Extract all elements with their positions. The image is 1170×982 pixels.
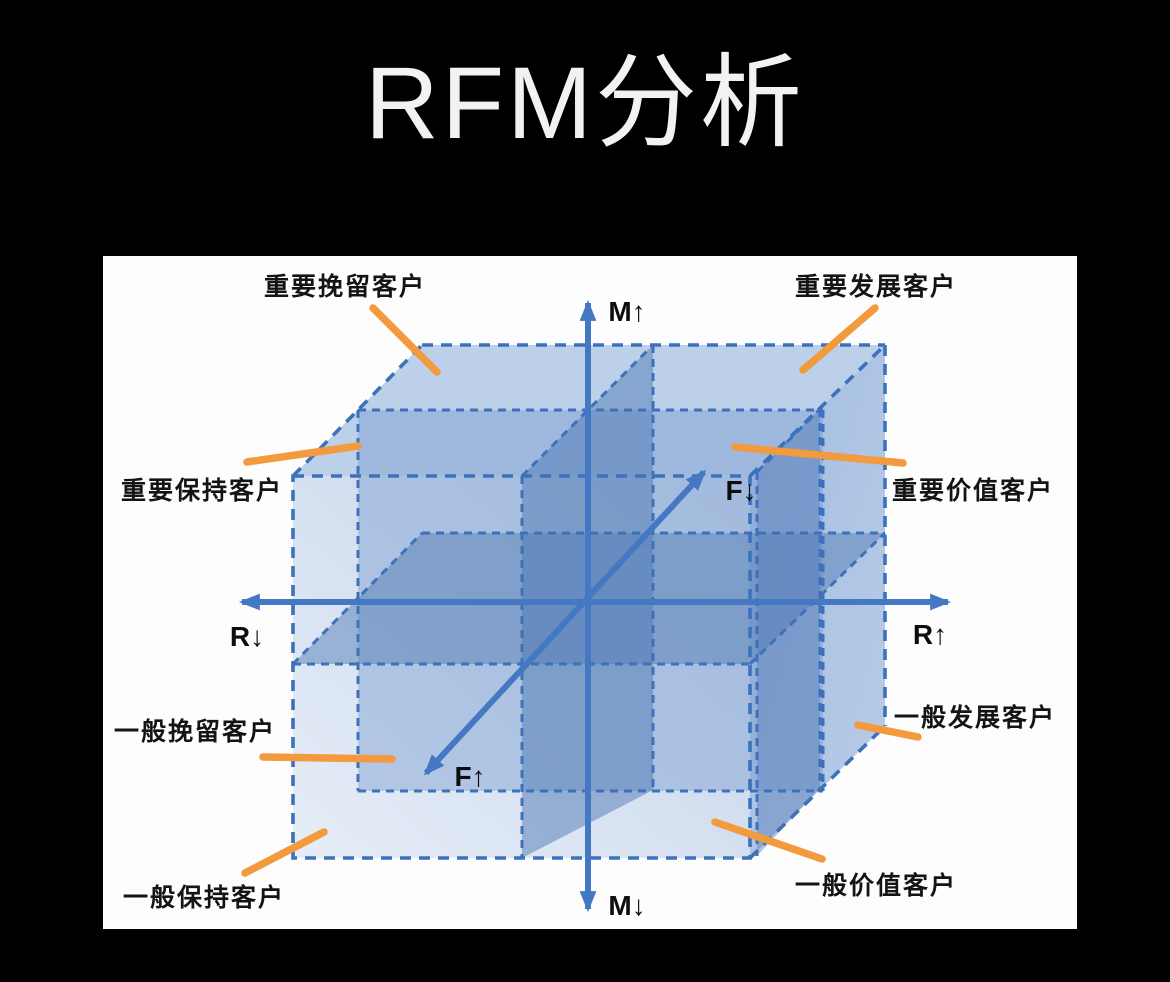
label-general-develop-customers: 一般发展客户 (893, 704, 1057, 732)
label-important-keep-customers: 重要保持客户 (120, 477, 284, 505)
axis-label-r-down: R↓ (229, 621, 265, 652)
leader-important-develop (799, 304, 879, 374)
page-title: RFM分析 (365, 46, 805, 160)
label-important-develop-customers: 重要发展客户 (794, 273, 958, 301)
axis-label-m-down: M↓ (608, 890, 646, 921)
axis-label-r-up: R↑ (912, 619, 948, 650)
label-general-value-customers: 一般价值客户 (794, 872, 958, 900)
leader-general-retain (259, 753, 396, 763)
right-vertical-plane (757, 409, 820, 856)
axis-label-m-up: M↑ (608, 296, 646, 327)
leader-important-value (731, 443, 907, 467)
leader-general-value (711, 818, 826, 863)
rfm-cube-panel: 重要挽留客户 重要发展客户 重要保持客户 重要价值客户 一般挽留客户 一般发展客… (103, 256, 1077, 929)
axis-label-f-up: F↑ (454, 761, 486, 792)
label-general-keep-customers: 一般保持客户 (122, 884, 286, 912)
leader-important-keep (243, 442, 362, 466)
label-important-value-customers: 重要价值客户 (891, 477, 1055, 505)
f-axis (423, 469, 707, 776)
label-general-retain-customers: 一般挽留客户 (113, 718, 277, 746)
leader-important-retain (369, 304, 441, 376)
label-important-retain-customers: 重要挽留客户 (263, 273, 427, 301)
axes (238, 299, 952, 913)
rfm-cube-figure (238, 299, 952, 913)
leader-general-develop (854, 721, 922, 741)
leader-lines (241, 304, 922, 877)
axis-label-f-down: F↓ (725, 475, 757, 506)
leader-general-keep (241, 828, 328, 877)
